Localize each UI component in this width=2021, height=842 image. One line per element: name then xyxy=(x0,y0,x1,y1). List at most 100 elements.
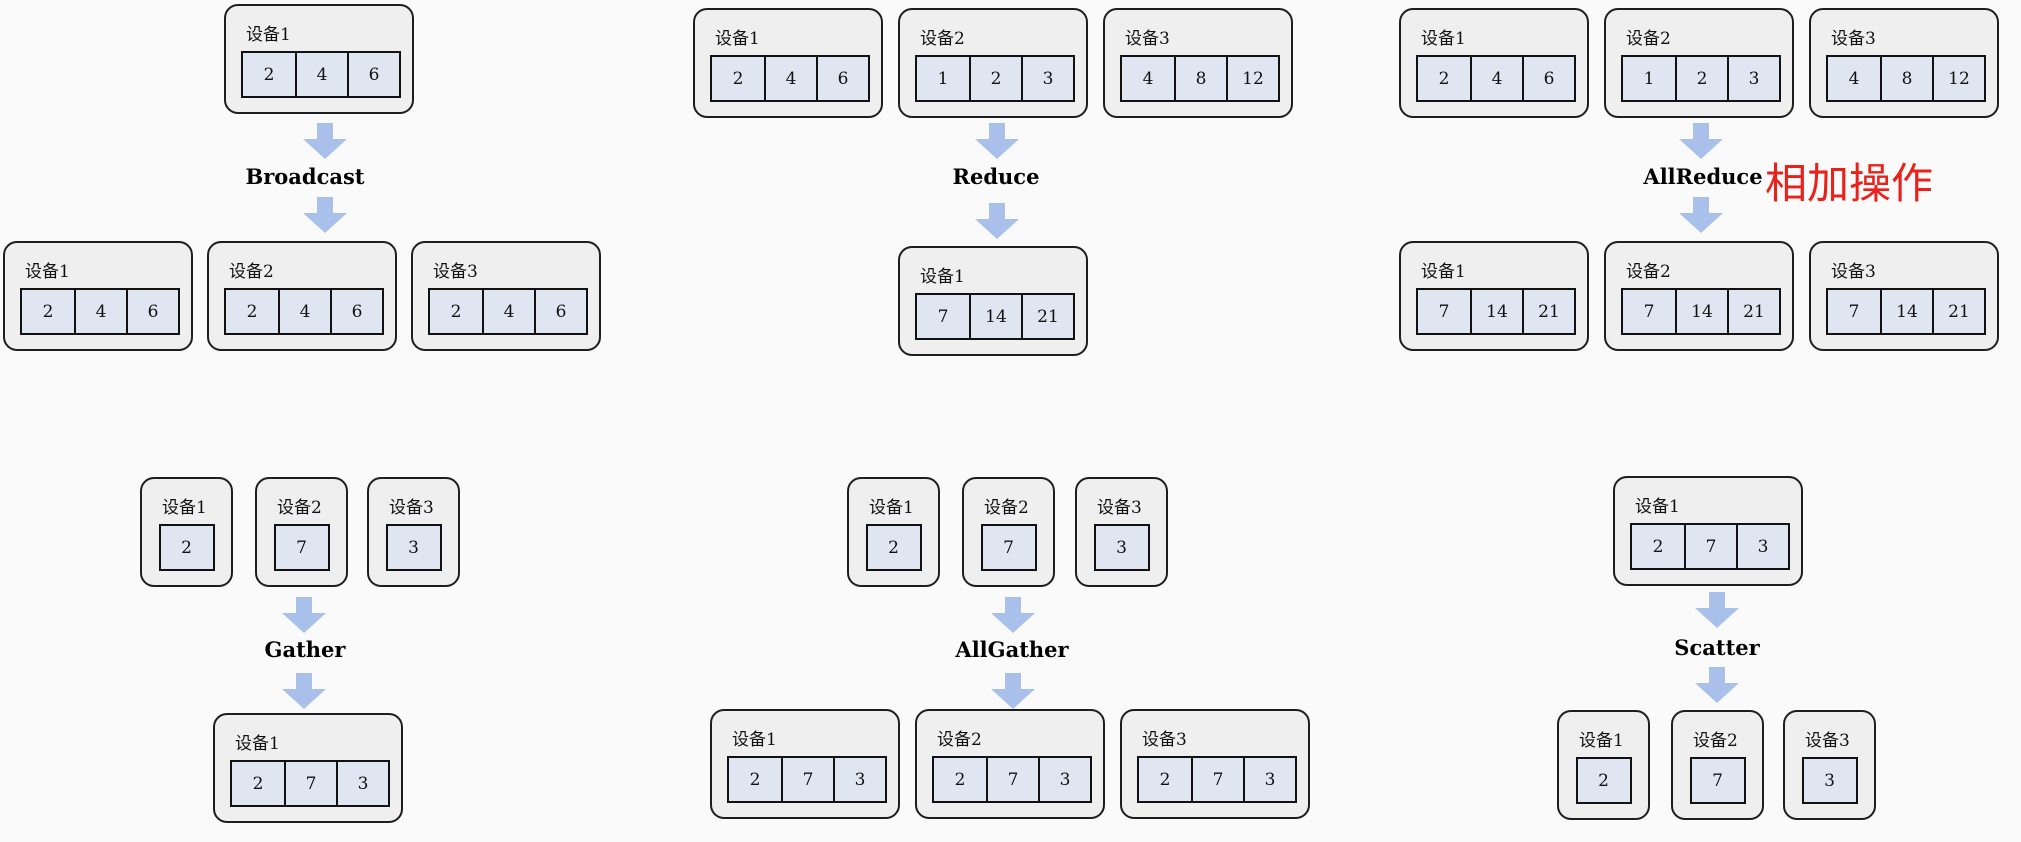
down-arrow-icon xyxy=(1695,592,1739,628)
buffer-cell: 2 xyxy=(749,769,761,790)
buffer-cell: 8 xyxy=(1880,57,1932,100)
device-label: 设备2 xyxy=(1626,29,1671,49)
buffer-cell: 14 xyxy=(1880,290,1932,333)
device-box: 设备2 7 xyxy=(255,477,348,587)
buffer-cell: 7 xyxy=(1191,758,1243,801)
buffer-cell: 14 xyxy=(969,295,1021,338)
buffer-cell: 6 xyxy=(1522,57,1574,100)
buffer-cell: 6 xyxy=(330,290,382,333)
operation-label: Broadcast xyxy=(245,164,365,189)
down-arrow-icon xyxy=(282,673,326,709)
buffer-cell: 2 xyxy=(181,537,192,558)
buffer-cell: 3 xyxy=(1021,57,1073,100)
data-buffer: 7 xyxy=(1689,757,1746,804)
down-arrow-icon xyxy=(975,203,1019,239)
down-arrow-icon xyxy=(975,123,1019,159)
device-label: 设备2 xyxy=(277,498,322,518)
buffer-cell: 4 xyxy=(1848,68,1860,89)
buffer-cell: 2 xyxy=(252,773,264,794)
device-label: 设备3 xyxy=(1142,730,1187,750)
buffer-cell: 6 xyxy=(126,290,178,333)
device-label: 设备3 xyxy=(1831,29,1876,49)
buffer-cell: 2 xyxy=(1598,770,1609,791)
device-label: 设备3 xyxy=(1097,498,1142,518)
device-label: 设备1 xyxy=(869,498,914,518)
buffer-cell: 2 xyxy=(954,769,966,790)
device-label: 设备1 xyxy=(1421,262,1466,282)
down-arrow-icon xyxy=(303,197,347,233)
buffer-cell: 1 xyxy=(1643,68,1655,89)
operation-label: Gather xyxy=(264,637,346,662)
device-label: 设备2 xyxy=(984,498,1029,518)
device-label: 设备3 xyxy=(433,262,478,282)
buffer-cell: 3 xyxy=(1038,758,1090,801)
buffer-cell: 7 xyxy=(296,537,307,558)
device-label: 设备1 xyxy=(235,734,280,754)
device-label: 设备1 xyxy=(162,498,207,518)
operation-label: Reduce xyxy=(952,164,1040,189)
device-label: 设备2 xyxy=(1693,731,1738,751)
buffer-cell: 3 xyxy=(336,762,388,805)
device-label: 设备1 xyxy=(1579,731,1624,751)
down-arrow-icon xyxy=(1679,123,1723,159)
device-label: 设备1 xyxy=(1421,29,1466,49)
buffer-cell: 14 xyxy=(1675,290,1727,333)
buffer-cell: 4 xyxy=(1470,57,1522,100)
device-label: 设备3 xyxy=(1125,29,1170,49)
device-label: 设备2 xyxy=(920,29,965,49)
data-buffer: 3 xyxy=(1801,757,1858,804)
buffer-cell: 7 xyxy=(1643,301,1655,322)
buffer-cell: 2 xyxy=(1438,68,1450,89)
buffer-cell: 7 xyxy=(937,306,949,327)
device-label: 设备3 xyxy=(1805,731,1850,751)
device-box: 设备1 2 xyxy=(1557,710,1650,820)
down-arrow-icon xyxy=(303,123,347,159)
buffer-cell: 6 xyxy=(347,53,399,96)
buffer-cell: 3 xyxy=(1243,758,1295,801)
buffer-cell: 7 xyxy=(1003,537,1014,558)
data-buffer: 2 xyxy=(158,524,215,571)
buffer-cell: 3 xyxy=(1727,57,1779,100)
buffer-cell: 4 xyxy=(295,53,347,96)
device-label: 设备1 xyxy=(920,267,965,287)
buffer-cell: 2 xyxy=(246,301,258,322)
device-label: 设备1 xyxy=(1635,497,1680,517)
device-label: 设备3 xyxy=(389,498,434,518)
buffer-cell: 12 xyxy=(1932,57,1984,100)
buffer-cell: 7 xyxy=(1848,301,1860,322)
buffer-cell: 2 xyxy=(42,301,54,322)
down-arrow-icon xyxy=(1679,197,1723,233)
data-buffer: 7 xyxy=(273,524,330,571)
buffer-cell: 21 xyxy=(1727,290,1779,333)
buffer-cell: 14 xyxy=(1470,290,1522,333)
buffer-cell: 21 xyxy=(1522,290,1574,333)
buffer-cell: 21 xyxy=(1932,290,1984,333)
operation-label: AllGather xyxy=(955,637,1069,662)
buffer-cell: 7 xyxy=(1438,301,1450,322)
